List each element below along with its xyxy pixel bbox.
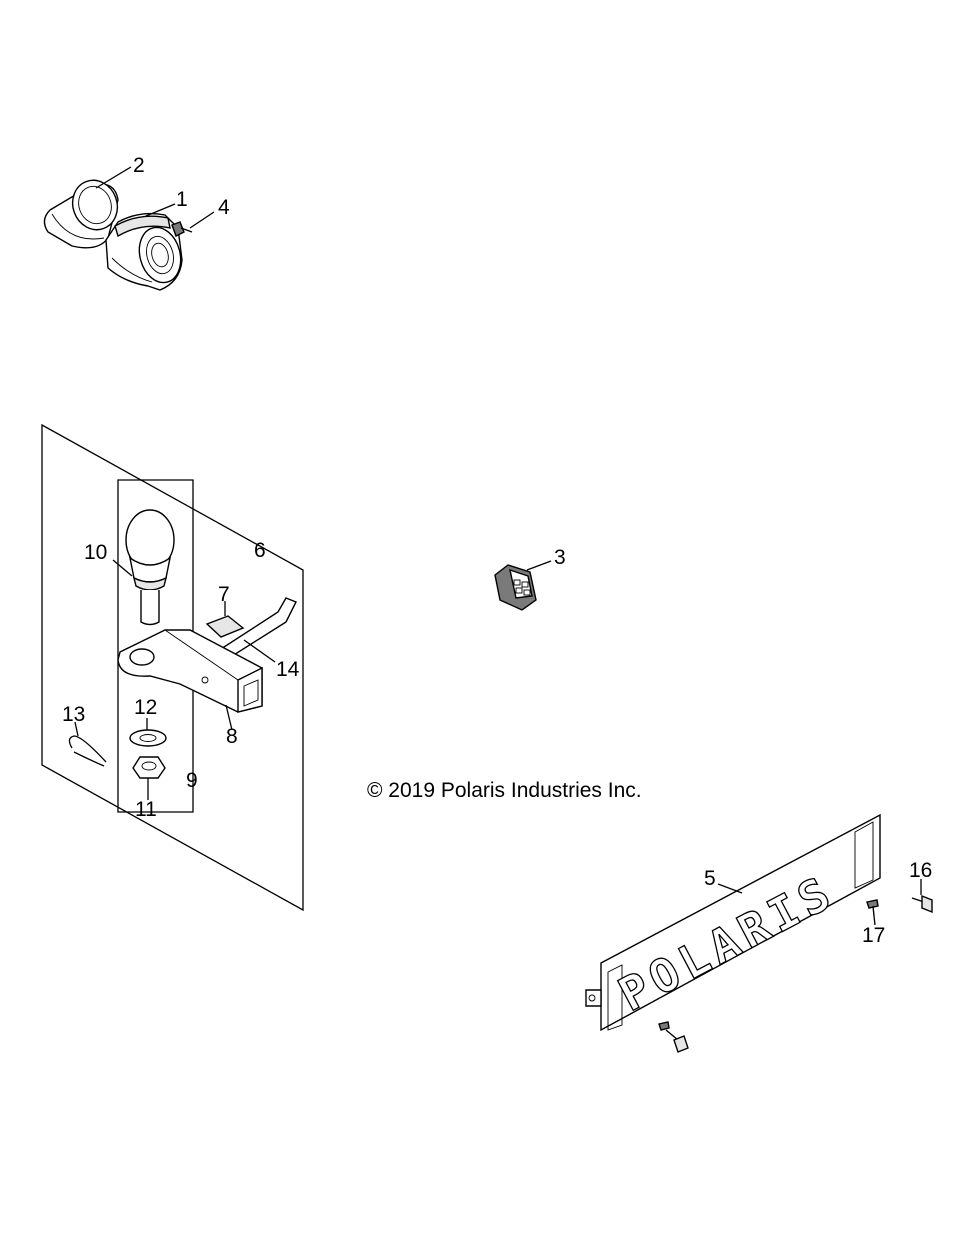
part-10-hitch-ball xyxy=(125,509,175,626)
callout-9: 9 xyxy=(186,769,198,792)
part-17-screw xyxy=(866,899,879,917)
part-11-nut xyxy=(132,756,166,779)
part-1-housing xyxy=(105,212,183,291)
callout-17: 17 xyxy=(862,924,885,947)
callout-7: 7 xyxy=(218,583,230,606)
part-2-ring xyxy=(43,179,119,249)
part-4-bolt xyxy=(171,221,193,237)
part-3-connector xyxy=(494,564,537,611)
copyright-notice: © 2019 Polaris Industries Inc. xyxy=(367,779,642,802)
callout-10: 10 xyxy=(84,541,107,564)
callout-5: 5 xyxy=(704,867,716,890)
callout-16: 16 xyxy=(909,859,932,882)
kit-6-outline xyxy=(41,423,304,912)
kit-9-inner-outline xyxy=(117,479,194,813)
callout-11: 11 xyxy=(135,798,157,821)
callout-8: 8 xyxy=(226,725,238,748)
plate-mount-screw xyxy=(658,1021,689,1053)
callout-14: 14 xyxy=(276,658,300,681)
part-8-receiver xyxy=(117,629,263,713)
callout-2: 2 xyxy=(133,154,145,177)
part-7-decal xyxy=(205,615,245,638)
callout-13: 13 xyxy=(62,703,85,726)
part-12-washer xyxy=(129,729,167,747)
callout-12: 12 xyxy=(134,696,157,719)
part-13-cotter-pin xyxy=(68,735,107,767)
callout-6: 6 xyxy=(254,539,266,562)
callout-3: 3 xyxy=(554,546,566,569)
part-16-screw xyxy=(911,894,933,914)
callout-1: 1 xyxy=(176,188,188,211)
callout-4: 4 xyxy=(218,196,230,219)
part-5-plate-bracket: POLARIS xyxy=(585,813,881,1032)
